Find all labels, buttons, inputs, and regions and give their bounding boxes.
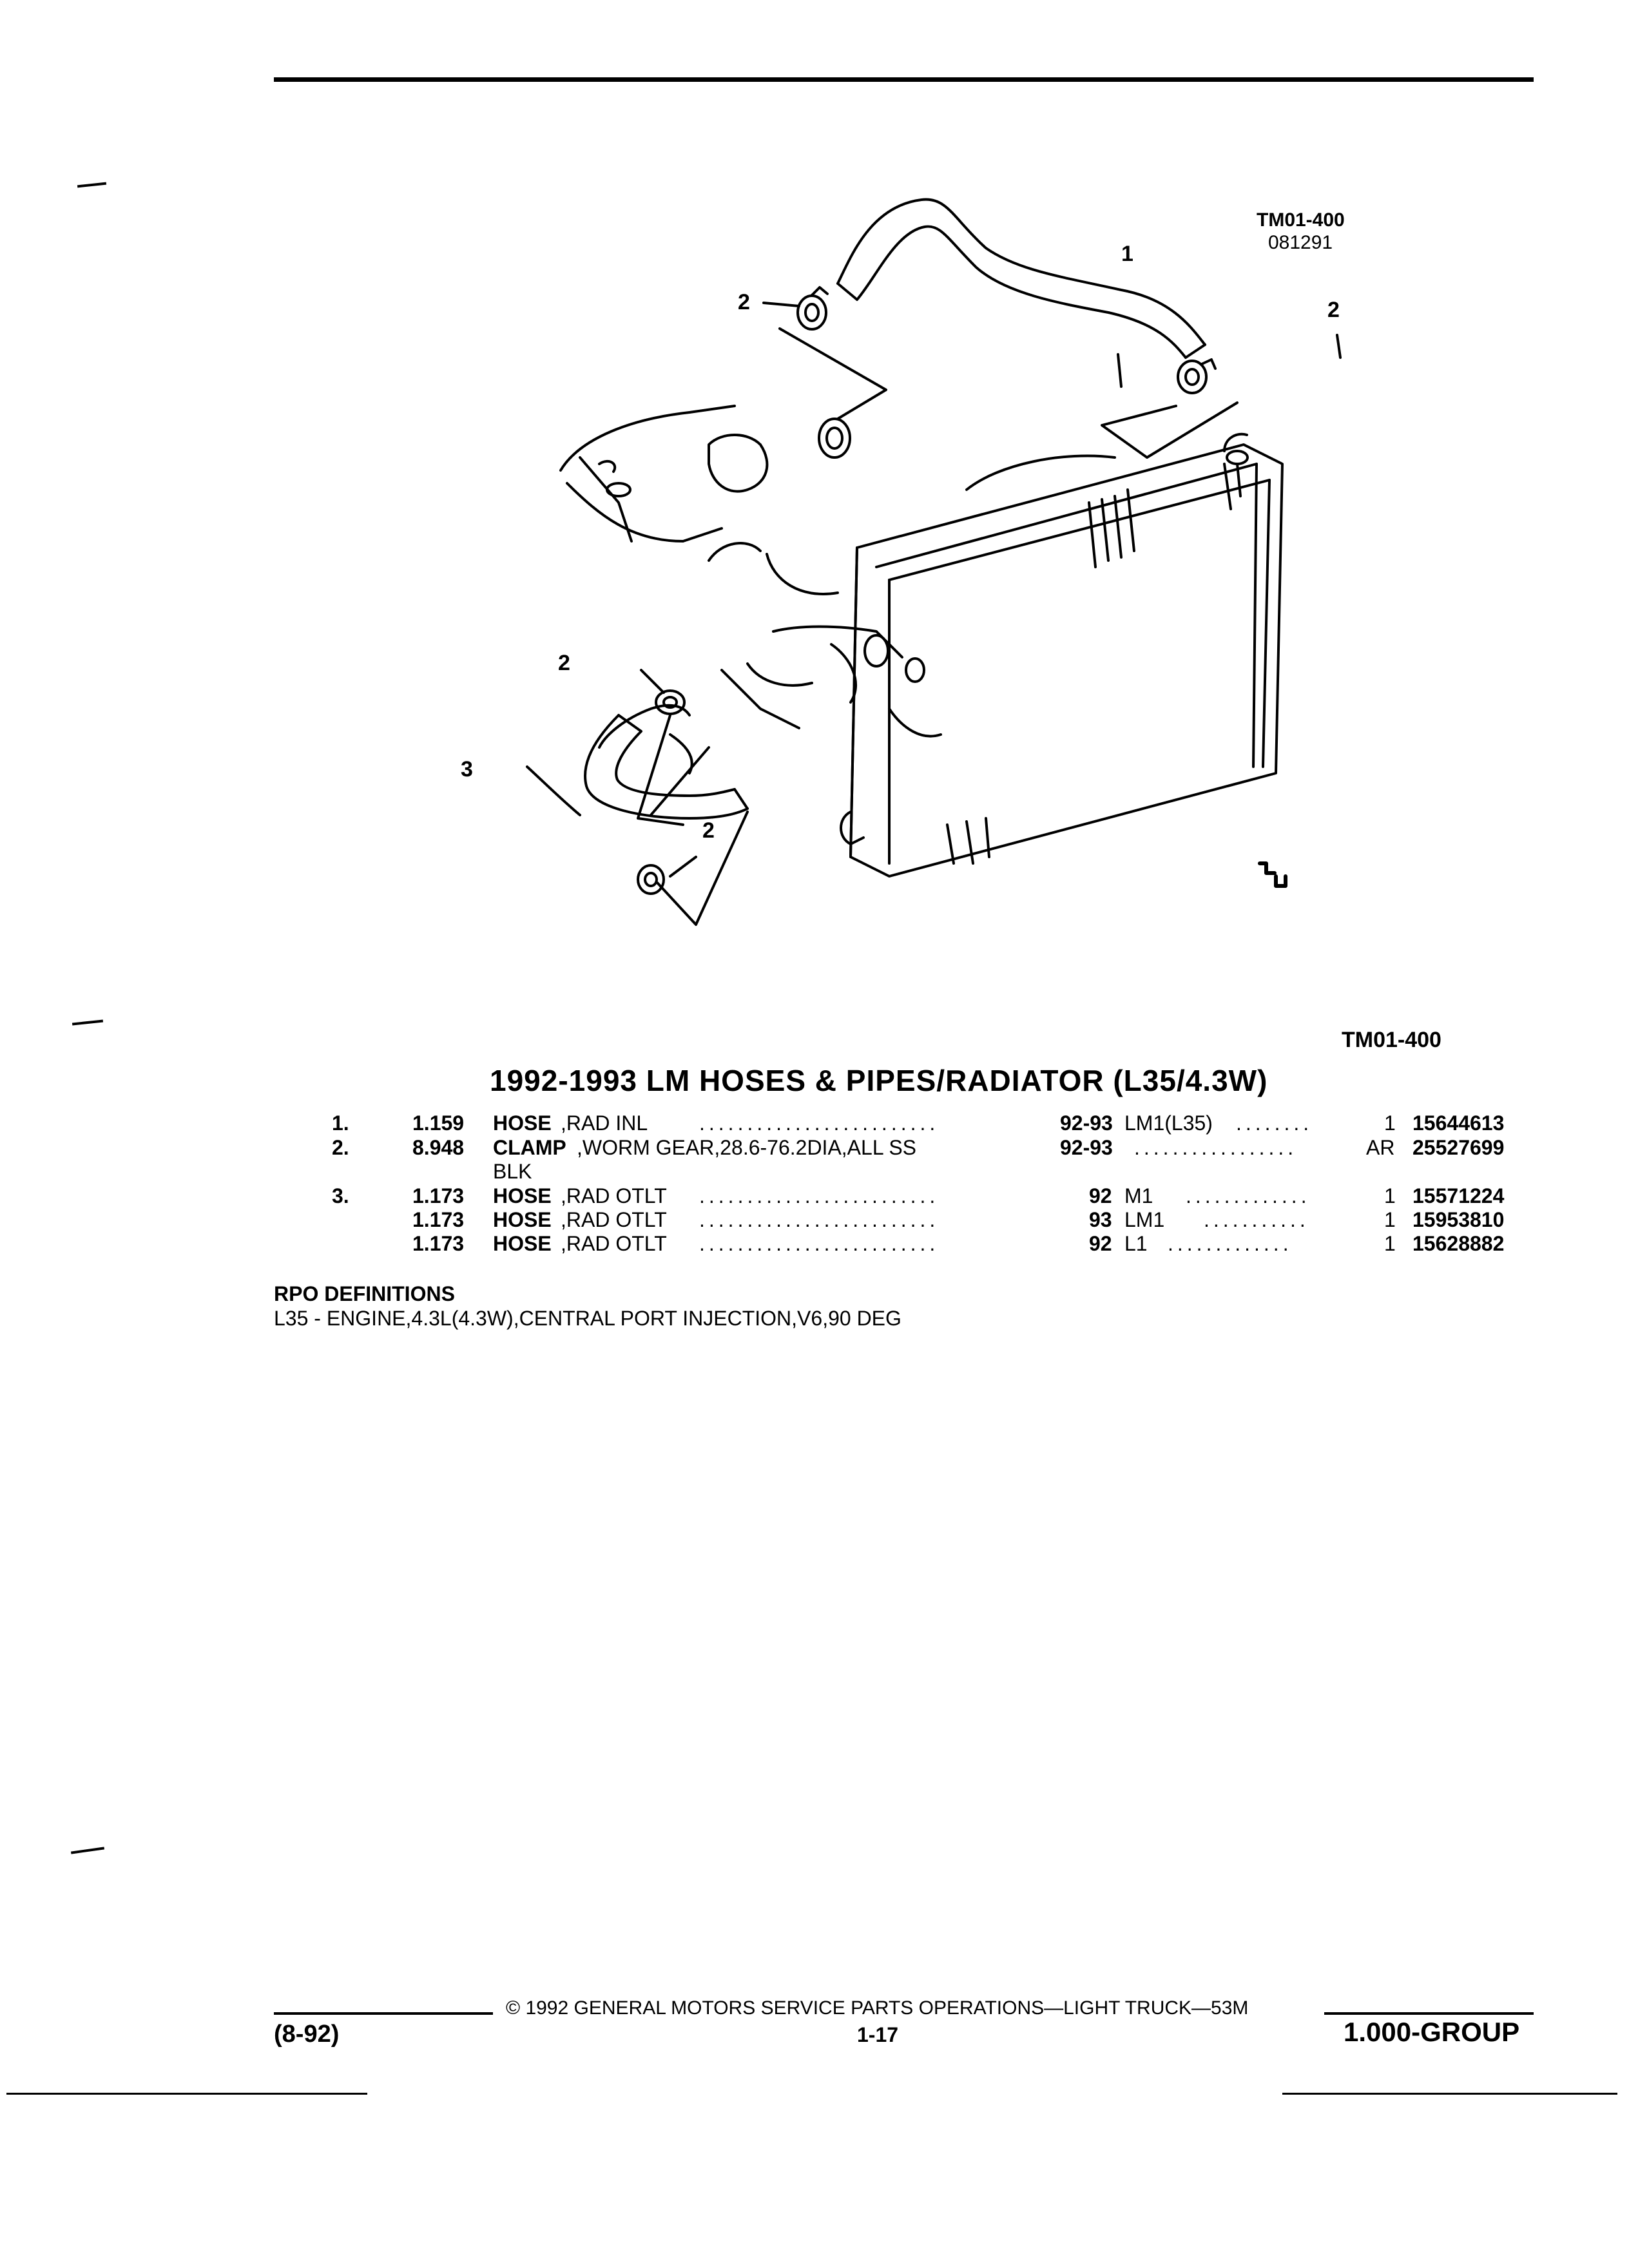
- bottom-rule-left: [6, 2093, 367, 2095]
- part-number: 15953810: [1412, 1208, 1505, 1231]
- part-desc: ,RAD INL: [561, 1111, 648, 1135]
- clamp-lower-right: [637, 864, 665, 895]
- leader-dots: ...........: [1204, 1208, 1309, 1231]
- parts-table: 1. 1.159 HOSE ,RAD INL .................…: [332, 1111, 1505, 1255]
- part-number: 15644613: [1412, 1111, 1505, 1135]
- leader-dots: .............: [1186, 1184, 1311, 1207]
- radiator: [840, 432, 1284, 878]
- footer-rule-left: [274, 2012, 493, 2015]
- callout-2-upper-left: 2: [738, 290, 750, 314]
- usage: LM1: [1124, 1208, 1165, 1231]
- group-label: 1.000-GROUP: [1344, 2017, 1520, 2047]
- part-desc: ,RAD OTLT: [561, 1208, 667, 1231]
- clamp-upper-left: [796, 286, 829, 331]
- group-number: 1.173: [412, 1208, 465, 1231]
- quantity: 1: [1384, 1232, 1396, 1255]
- group-number: 8.948: [412, 1136, 465, 1159]
- leader-dots: .................: [1134, 1136, 1298, 1159]
- upper-radiator-hose: [836, 198, 1206, 359]
- quantity: 1: [1384, 1208, 1396, 1231]
- group-number: 1.173: [412, 1232, 465, 1255]
- part-number: 25527699: [1412, 1136, 1505, 1159]
- years: 92-93: [1060, 1111, 1113, 1135]
- group-number: 1.173: [412, 1184, 465, 1207]
- years: 92: [1089, 1232, 1112, 1255]
- part-name: HOSE: [493, 1232, 552, 1255]
- part-desc: ,WORM GEAR,28.6-76.2DIA,ALL SS: [577, 1136, 916, 1159]
- quantity: AR: [1366, 1136, 1395, 1159]
- usage: LM1(L35): [1124, 1111, 1213, 1135]
- part-name: HOSE: [493, 1111, 552, 1135]
- leader-dots: .........................: [699, 1111, 940, 1135]
- part-desc-continued: BLK: [493, 1160, 532, 1183]
- leader-dots: ........: [1236, 1111, 1313, 1135]
- callout-1: 1: [1121, 242, 1133, 266]
- rpo-definition: L35 - ENGINE,4.3L(4.3W),CENTRAL PORT INJ…: [274, 1307, 901, 1330]
- figure-label: TM01-400: [1342, 1028, 1441, 1052]
- margin-mark: [70, 1847, 105, 1854]
- figure-date: 081291: [1268, 232, 1333, 253]
- page-number: 1-17: [857, 2023, 899, 2046]
- footer-rule-right: [1324, 2012, 1534, 2015]
- callout-2-mid-left: 2: [558, 651, 570, 675]
- leader-dots: .........................: [699, 1208, 940, 1231]
- top-rule: [274, 77, 1534, 82]
- usage: L1: [1124, 1232, 1148, 1255]
- section-title: 1992-1993 LM HOSES & PIPES/RADIATOR (L35…: [490, 1064, 1268, 1097]
- engine-outline: [559, 405, 942, 738]
- copyright-line: © 1992 GENERAL MOTORS SERVICE PARTS OPER…: [506, 1997, 1249, 2019]
- part-desc: ,RAD OTLT: [561, 1184, 667, 1207]
- usage: M1: [1124, 1184, 1153, 1207]
- part-name: CLAMP: [493, 1136, 566, 1159]
- part-number: 15628882: [1412, 1232, 1505, 1255]
- clamp-upper-right: [1177, 358, 1217, 394]
- part-desc: ,RAD OTLT: [561, 1232, 667, 1255]
- quantity: 1: [1384, 1111, 1396, 1135]
- leader-dots: .............: [1168, 1232, 1293, 1255]
- bottom-rule-right: [1282, 2093, 1617, 2095]
- leader-dots: .........................: [699, 1184, 940, 1207]
- years: 92-93: [1060, 1136, 1113, 1159]
- part-name: HOSE: [493, 1208, 552, 1231]
- group-number: 1.159: [412, 1111, 465, 1135]
- rpo-heading: RPO DEFINITIONS: [274, 1282, 455, 1305]
- quantity: 1: [1384, 1184, 1396, 1207]
- part-number: 15571224: [1412, 1184, 1505, 1207]
- years: 92: [1089, 1184, 1112, 1207]
- callout-2-upper-right: 2: [1327, 298, 1340, 322]
- item-number: 1.: [332, 1111, 349, 1135]
- clamp-lower-left: [655, 689, 686, 715]
- item-number: 3.: [332, 1184, 349, 1207]
- part-name: HOSE: [493, 1184, 552, 1207]
- figure-id: TM01-400: [1257, 209, 1345, 231]
- date-code: (8-92): [274, 2021, 340, 2048]
- years: 93: [1089, 1208, 1112, 1231]
- parts-diagram: [526, 198, 1342, 926]
- item-number: 2.: [332, 1136, 349, 1159]
- leader-dots: .........................: [699, 1232, 940, 1255]
- callout-2-lower: 2: [702, 818, 715, 843]
- lower-radiator-hose: [584, 704, 749, 820]
- callout-3: 3: [461, 757, 473, 782]
